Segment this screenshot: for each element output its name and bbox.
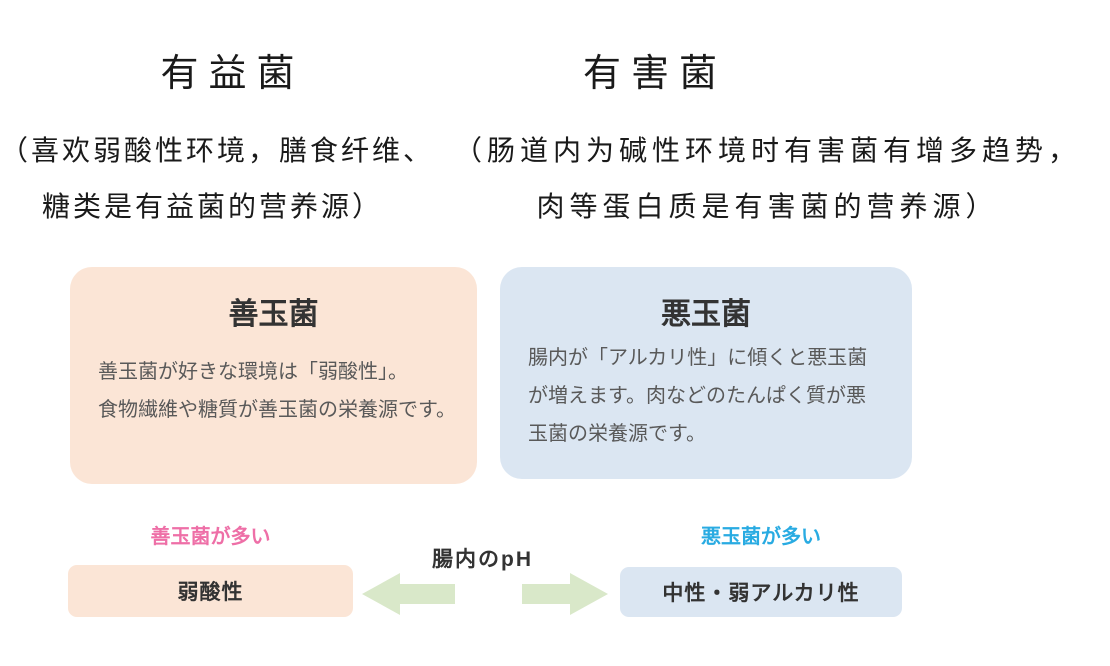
neutral-alkaline-box: 中性・弱アルカリ性 bbox=[620, 567, 902, 617]
beneficial-bacteria-note: （喜欢弱酸性环境，膳食纤维、 糖类是有益菌的营养源） bbox=[0, 124, 435, 236]
beneficial-note-line2: 糖类是有益菌的营养源） bbox=[41, 192, 383, 223]
good-bacteria-card-body: 善玉菌が好きな環境は「弱酸性」。 食物繊維や糖質が善玉菌の栄養源です。 bbox=[98, 353, 461, 429]
ph-direction-arrows bbox=[362, 573, 608, 615]
bad-bacteria-card-body: 腸内が「アルカリ性」に傾くと悪玉菌 が増えます。肉などのたんぱく質が悪 玉菌の栄… bbox=[528, 339, 896, 453]
good-bacteria-card-title: 善玉菌 bbox=[228, 298, 319, 331]
weak-acid-box: 弱酸性 bbox=[68, 565, 353, 617]
harmful-note-line1: （肠道内为碱性环境时有害菌有增多趋势， bbox=[453, 136, 1081, 167]
bad-card-body-line2: が増えます。肉などのたんぱく質が悪 bbox=[528, 385, 866, 407]
good-card-body-line2: 食物繊維や糖質が善玉菌の栄養源です。 bbox=[98, 399, 456, 421]
good-bacteria-card: 善玉菌 善玉菌が好きな環境は「弱酸性」。 食物繊維や糖質が善玉菌の栄養源です。 bbox=[70, 267, 477, 484]
intestinal-ph-label: 腸内のpH bbox=[432, 548, 533, 571]
harmful-note-line2: 肉等蛋白质是有害菌的营养源） bbox=[536, 192, 999, 223]
harmful-bacteria-title: 有害菌 bbox=[582, 53, 727, 95]
beneficial-note-line1: （喜欢弱酸性环境，膳食纤维、 bbox=[0, 136, 435, 167]
good-bacteria-many-label: 善玉菌が多い bbox=[150, 526, 271, 548]
harmful-bacteria-note: （肠道内为碱性环境时有害菌有增多趋势， 肉等蛋白质是有害菌的营养源） bbox=[425, 124, 1110, 236]
bad-card-body-line1: 腸内が「アルカリ性」に傾くと悪玉菌 bbox=[528, 347, 868, 369]
bad-bacteria-many-label: 悪玉菌が多い bbox=[701, 526, 821, 548]
beneficial-bacteria-title: 有益菌 bbox=[160, 53, 305, 95]
bad-bacteria-card-title: 悪玉菌 bbox=[661, 298, 751, 331]
bad-card-body-line3: 玉菌の栄養源です。 bbox=[528, 423, 706, 445]
right-arrow-icon bbox=[522, 573, 608, 615]
left-arrow-icon bbox=[362, 573, 455, 615]
good-card-body-line1: 善玉菌が好きな環境は「弱酸性」。 bbox=[98, 361, 408, 383]
bad-bacteria-card: 悪玉菌 腸内が「アルカリ性」に傾くと悪玉菌 が増えます。肉などのたんぱく質が悪 … bbox=[500, 267, 912, 479]
